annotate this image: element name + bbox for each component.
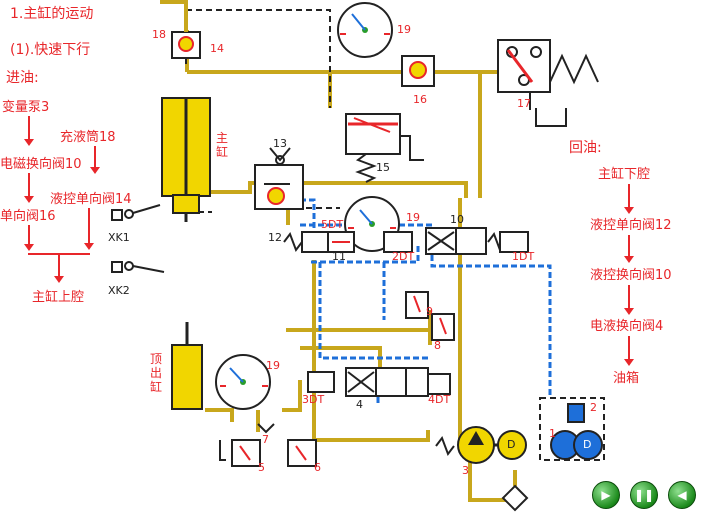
play-icon: ▶: [601, 488, 611, 502]
valve-5: [219, 439, 261, 467]
label-17: 17: [517, 97, 531, 110]
pump-1-2: [550, 403, 603, 460]
in-arrow-branch-2: [84, 208, 94, 250]
gauge-19-bottom: [215, 354, 271, 410]
label-xk2: XK2: [108, 284, 130, 297]
label-2dt: 2DT: [392, 250, 415, 263]
valve-10: [383, 227, 529, 255]
ret-step-valve10: 液控换向阀10: [590, 268, 672, 283]
pause-icon: ❚❚: [633, 488, 655, 502]
valve-16: [401, 55, 435, 87]
in-arrow-branch-1: [90, 146, 100, 174]
gauge-19-top: [337, 2, 393, 58]
in-arrow-1: [24, 116, 34, 146]
label-1dt: 1DT: [512, 250, 535, 263]
in-oil-heading: 进油:: [6, 70, 39, 86]
in-arrow-3: [24, 225, 34, 251]
in-arrow-2: [24, 173, 34, 203]
back-button[interactable]: ◀: [668, 481, 696, 509]
label-4: 4: [356, 398, 363, 411]
label-14: 14: [210, 42, 224, 55]
in-branch-check14: 液控单向阀14: [50, 192, 132, 207]
ret-step-check12: 液控单向阀12: [590, 218, 672, 233]
in-step-pump: 变量泵3: [2, 100, 50, 115]
label-3: 3: [462, 464, 469, 477]
valve-6: [287, 439, 317, 467]
limit-switches: [111, 204, 165, 273]
label-2: 2: [590, 401, 597, 414]
label-11: 11: [332, 250, 346, 263]
main-cylinder: [161, 97, 211, 222]
label-3dt: 3DT: [302, 393, 325, 406]
valve-11: [283, 231, 355, 253]
label-5: 5: [258, 461, 265, 474]
label-8: 8: [434, 339, 441, 352]
valve-7: [257, 423, 275, 434]
return-heading: 回油:: [569, 140, 602, 156]
label-19-top: 19: [397, 23, 411, 36]
valve-13: [269, 147, 291, 165]
label-motor-3: D: [507, 438, 516, 451]
valve-8: [431, 313, 455, 341]
label-7: 7: [262, 433, 269, 446]
flow-lines: [300, 198, 552, 404]
ret-arrow-4: [624, 336, 634, 366]
pause-button[interactable]: ❚❚: [630, 481, 658, 509]
valve-4: [307, 367, 451, 397]
label-top-cylinder: 顶 出 缸: [150, 352, 163, 394]
ret-step-tank: 油箱: [613, 371, 640, 386]
label-10: 10: [450, 213, 464, 226]
section-title: 1.主缸的运动: [10, 6, 94, 22]
ret-step-valve4: 电液换向阀4: [590, 319, 664, 334]
pump-3: [435, 426, 527, 464]
label-19-mid: 19: [406, 211, 420, 224]
back-icon: ◀: [677, 488, 687, 502]
label-9: 9: [426, 305, 433, 318]
play-button[interactable]: ▶: [592, 481, 620, 509]
ret-arrow-1: [624, 184, 634, 214]
in-branch-tank: 充液筒18: [60, 130, 116, 145]
in-step-check16: 单向阀16: [0, 209, 56, 224]
label-18: 18: [152, 28, 166, 41]
label-12: 12: [268, 231, 282, 244]
ret-step-lower-chamber: 主缸下腔: [598, 167, 651, 182]
label-main-cylinder: 主 缸: [216, 131, 229, 159]
label-15: 15: [376, 161, 390, 174]
pilot-lines: [185, 9, 605, 461]
subsection-title: (1).快速下行: [10, 42, 91, 58]
valve-18: [160, 0, 201, 59]
label-1: 1: [549, 427, 556, 440]
top-cylinder: [171, 322, 203, 410]
valve-12: [254, 164, 304, 210]
label-motor-1: D: [583, 438, 592, 451]
label-5dt: 5DT: [321, 218, 344, 231]
valve-9: [405, 291, 429, 319]
label-13: 13: [273, 137, 287, 150]
label-16: 16: [413, 93, 427, 106]
in-step-upper-chamber: 主缸上腔: [32, 290, 85, 305]
valve-17: [497, 39, 599, 127]
label-19-bottom: 19: [266, 359, 280, 372]
oil-lines: [185, 30, 520, 502]
ret-arrow-3: [624, 285, 634, 315]
label-6: 6: [314, 461, 321, 474]
ret-arrow-2: [624, 235, 634, 263]
filter: [501, 484, 529, 512]
in-step-valve10: 电磁换向阀10: [0, 157, 82, 172]
label-xk1: XK1: [108, 231, 130, 244]
label-4dt: 4DT: [428, 393, 451, 406]
in-arrow-merge: [54, 253, 64, 283]
valve-15: [345, 113, 424, 183]
